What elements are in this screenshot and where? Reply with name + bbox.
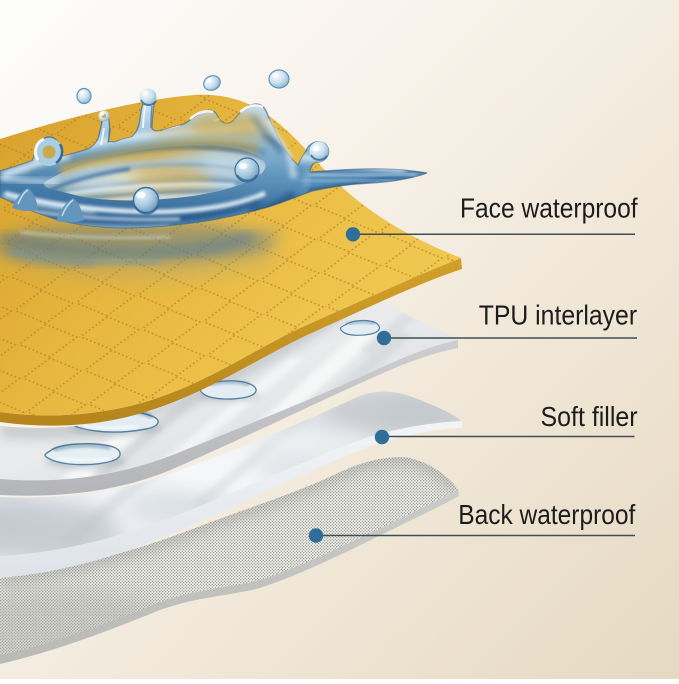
svg-text:Soft filler: Soft filler (541, 401, 638, 432)
svg-text:Face waterproof: Face waterproof (460, 192, 638, 223)
svg-text:TPU interlayer: TPU interlayer (479, 300, 637, 331)
svg-text:Back waterproof: Back waterproof (458, 499, 635, 530)
